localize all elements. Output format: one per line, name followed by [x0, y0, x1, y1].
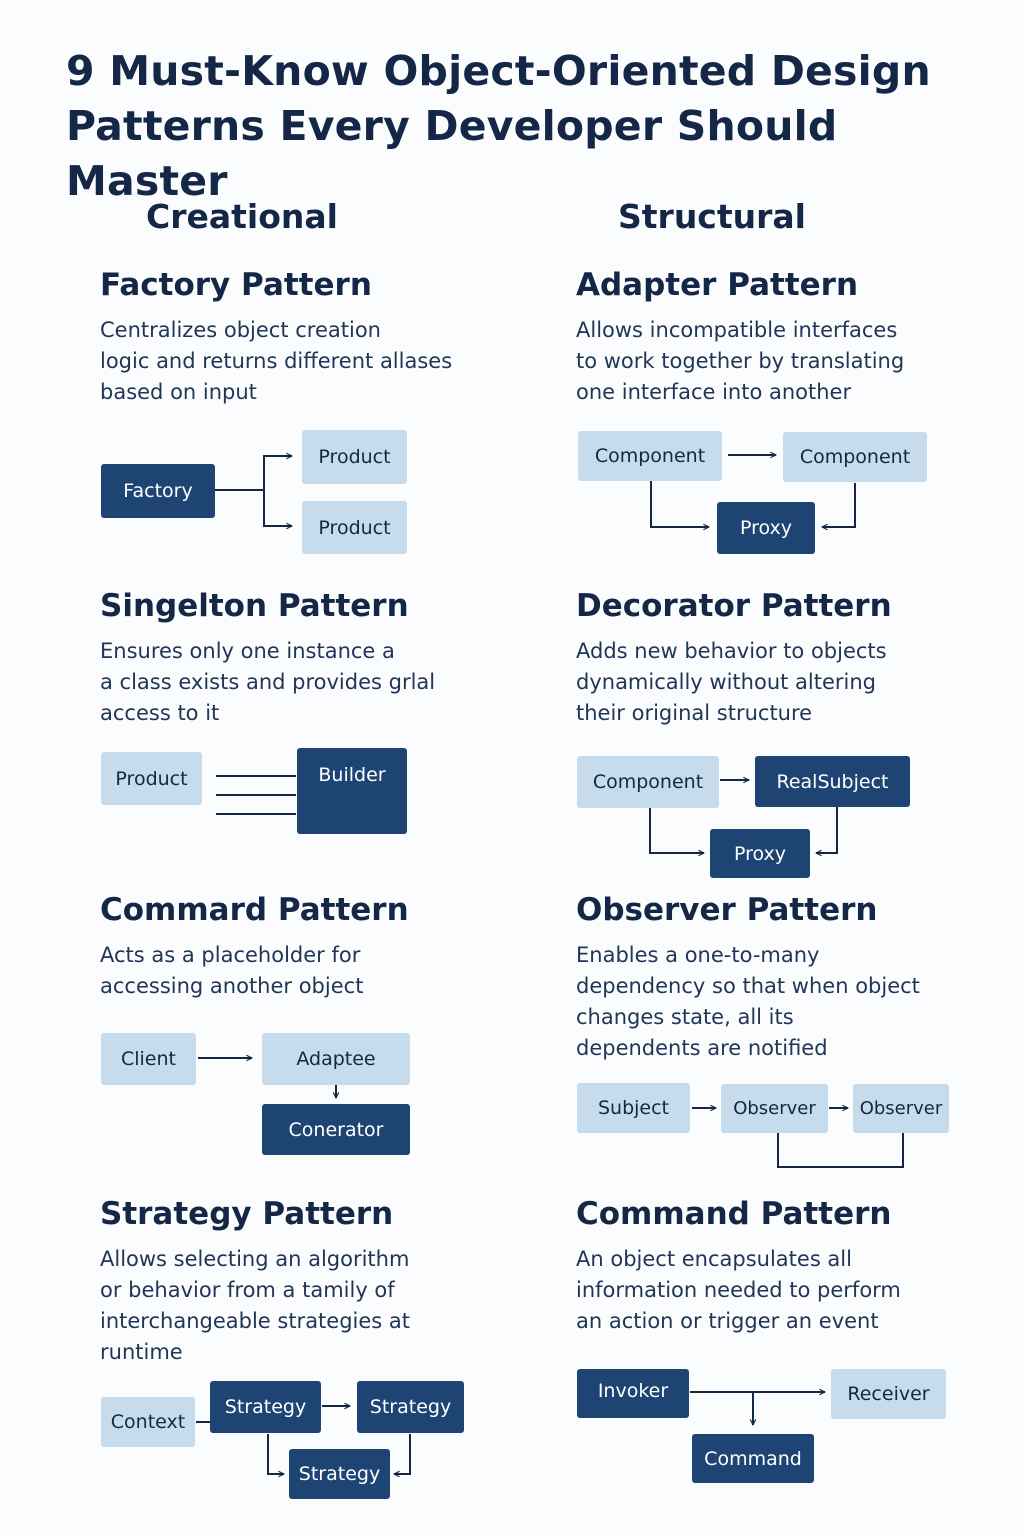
strategy-pattern-description: Allows selecting an algorithm or behavio… [100, 1244, 520, 1368]
singleton-pattern-title: Singelton Pattern [100, 588, 409, 624]
desc-line: one interface into another [576, 380, 852, 404]
desc-line: access to it [100, 701, 220, 725]
desc-line: changes state, all its [576, 1005, 794, 1029]
desc-line: accessing another object [100, 974, 364, 998]
component-node: Component [783, 432, 927, 482]
factory-arrow-top [263, 456, 292, 490]
adaptee-node: Adaptee [262, 1033, 410, 1085]
desc-line: runtime [100, 1340, 183, 1364]
product-node: Product [101, 752, 202, 805]
invoker-node: Invoker [577, 1369, 689, 1418]
decorator-arrow-from-right [816, 807, 838, 853]
title-line-1: 9 Must-Know Object-Oriented Design [66, 47, 931, 95]
desc-line: Centralizes object creation [100, 318, 381, 342]
observer-node: Observer [721, 1084, 828, 1133]
decorator-pattern-description: Adds new behavior to objects dynamically… [576, 636, 996, 729]
desc-line: Acts as a placeholder for [100, 943, 361, 967]
decorator-pattern-title: Decorator Pattern [576, 588, 892, 624]
desc-line: Enables a one-to-many [576, 943, 820, 967]
strategy-node: Strategy [210, 1381, 321, 1433]
commard-pattern-title: Commard Pattern [100, 892, 409, 928]
desc-line: Allows selecting an algorithm [100, 1247, 410, 1271]
adapter-arrow-from-right [822, 483, 856, 527]
desc-line: dynamically without altering [576, 670, 876, 694]
factory-pattern-title: Factory Pattern [100, 267, 372, 303]
desc-line: based on input [100, 380, 257, 404]
factory-node: Factory [101, 464, 215, 518]
desc-line: dependency so that when object [576, 974, 920, 998]
observer-bracket [777, 1133, 904, 1168]
command-node: Command [692, 1434, 814, 1483]
desc-line: dependents are notified [576, 1036, 828, 1060]
conerator-node: Conerator [262, 1104, 410, 1155]
product-node: Product [302, 501, 407, 554]
desc-line: a class exists and provides grlal [100, 670, 436, 694]
component-node: Component [578, 431, 722, 481]
page-title: 9 Must-Know Object-Oriented Design Patte… [66, 44, 986, 209]
receiver-node: Receiver [831, 1369, 946, 1419]
commard-pattern-description: Acts as a placeholder for accessing anot… [100, 940, 520, 1002]
observer-pattern-title: Observer Pattern [576, 892, 878, 928]
desc-line: interchangeable strategies at [100, 1309, 411, 1333]
desc-line: information needed to perform [576, 1278, 901, 1302]
strategy-arrow-down [267, 1434, 284, 1474]
column-heading-creational: Creational [146, 197, 338, 236]
command-pattern-description: An object encapsulates all information n… [576, 1244, 996, 1337]
factory-pattern-description: Centralizes object creation logic and re… [100, 315, 520, 408]
proxy-node: Proxy [717, 502, 815, 554]
desc-line: an action or trigger an event [576, 1309, 879, 1333]
adapter-pattern-description: Allows incompatible interfaces to work t… [576, 315, 996, 408]
desc-line: Adds new behavior to objects [576, 639, 887, 663]
strategy-arrow-return [394, 1434, 411, 1474]
strategy-node: Strategy [289, 1449, 390, 1499]
desc-line: Ensures only one instance a [100, 639, 395, 663]
adapter-pattern-title: Adapter Pattern [576, 267, 859, 303]
desc-line: their original structure [576, 701, 813, 725]
strategy-pattern-title: Strategy Pattern [100, 1196, 394, 1232]
client-node: Client [101, 1033, 196, 1085]
product-node: Product [302, 430, 407, 484]
desc-line: logic and returns different allases [100, 349, 453, 373]
observer-pattern-description: Enables a one-to-many dependency so that… [576, 940, 996, 1064]
subject-node: Subject [577, 1083, 690, 1133]
factory-arrow-bottom [263, 490, 292, 526]
singleton-pattern-description: Ensures only one instance a a class exis… [100, 636, 520, 729]
component-node: Component [577, 756, 719, 808]
observer-node: Observer [853, 1084, 949, 1133]
column-heading-structural: Structural [618, 197, 806, 236]
desc-line: to work together by translating [576, 349, 905, 373]
strategy-node: Strategy [357, 1381, 464, 1433]
decorator-arrow-to-proxy [649, 807, 704, 853]
title-line-2: Patterns Every Developer Should Master [66, 102, 838, 205]
command-pattern-title: Command Pattern [576, 1196, 892, 1232]
context-node: Context [101, 1397, 195, 1447]
adapter-arrow-to-proxy [650, 481, 709, 527]
desc-line: Allows incompatible interfaces [576, 318, 898, 342]
proxy-node: Proxy [710, 829, 810, 878]
desc-line: An object encapsulates all [576, 1247, 852, 1271]
realsubject-node: RealSubject [755, 756, 910, 807]
desc-line: or behavior from a tamily of [100, 1278, 395, 1302]
builder-node: Builder [297, 748, 407, 834]
